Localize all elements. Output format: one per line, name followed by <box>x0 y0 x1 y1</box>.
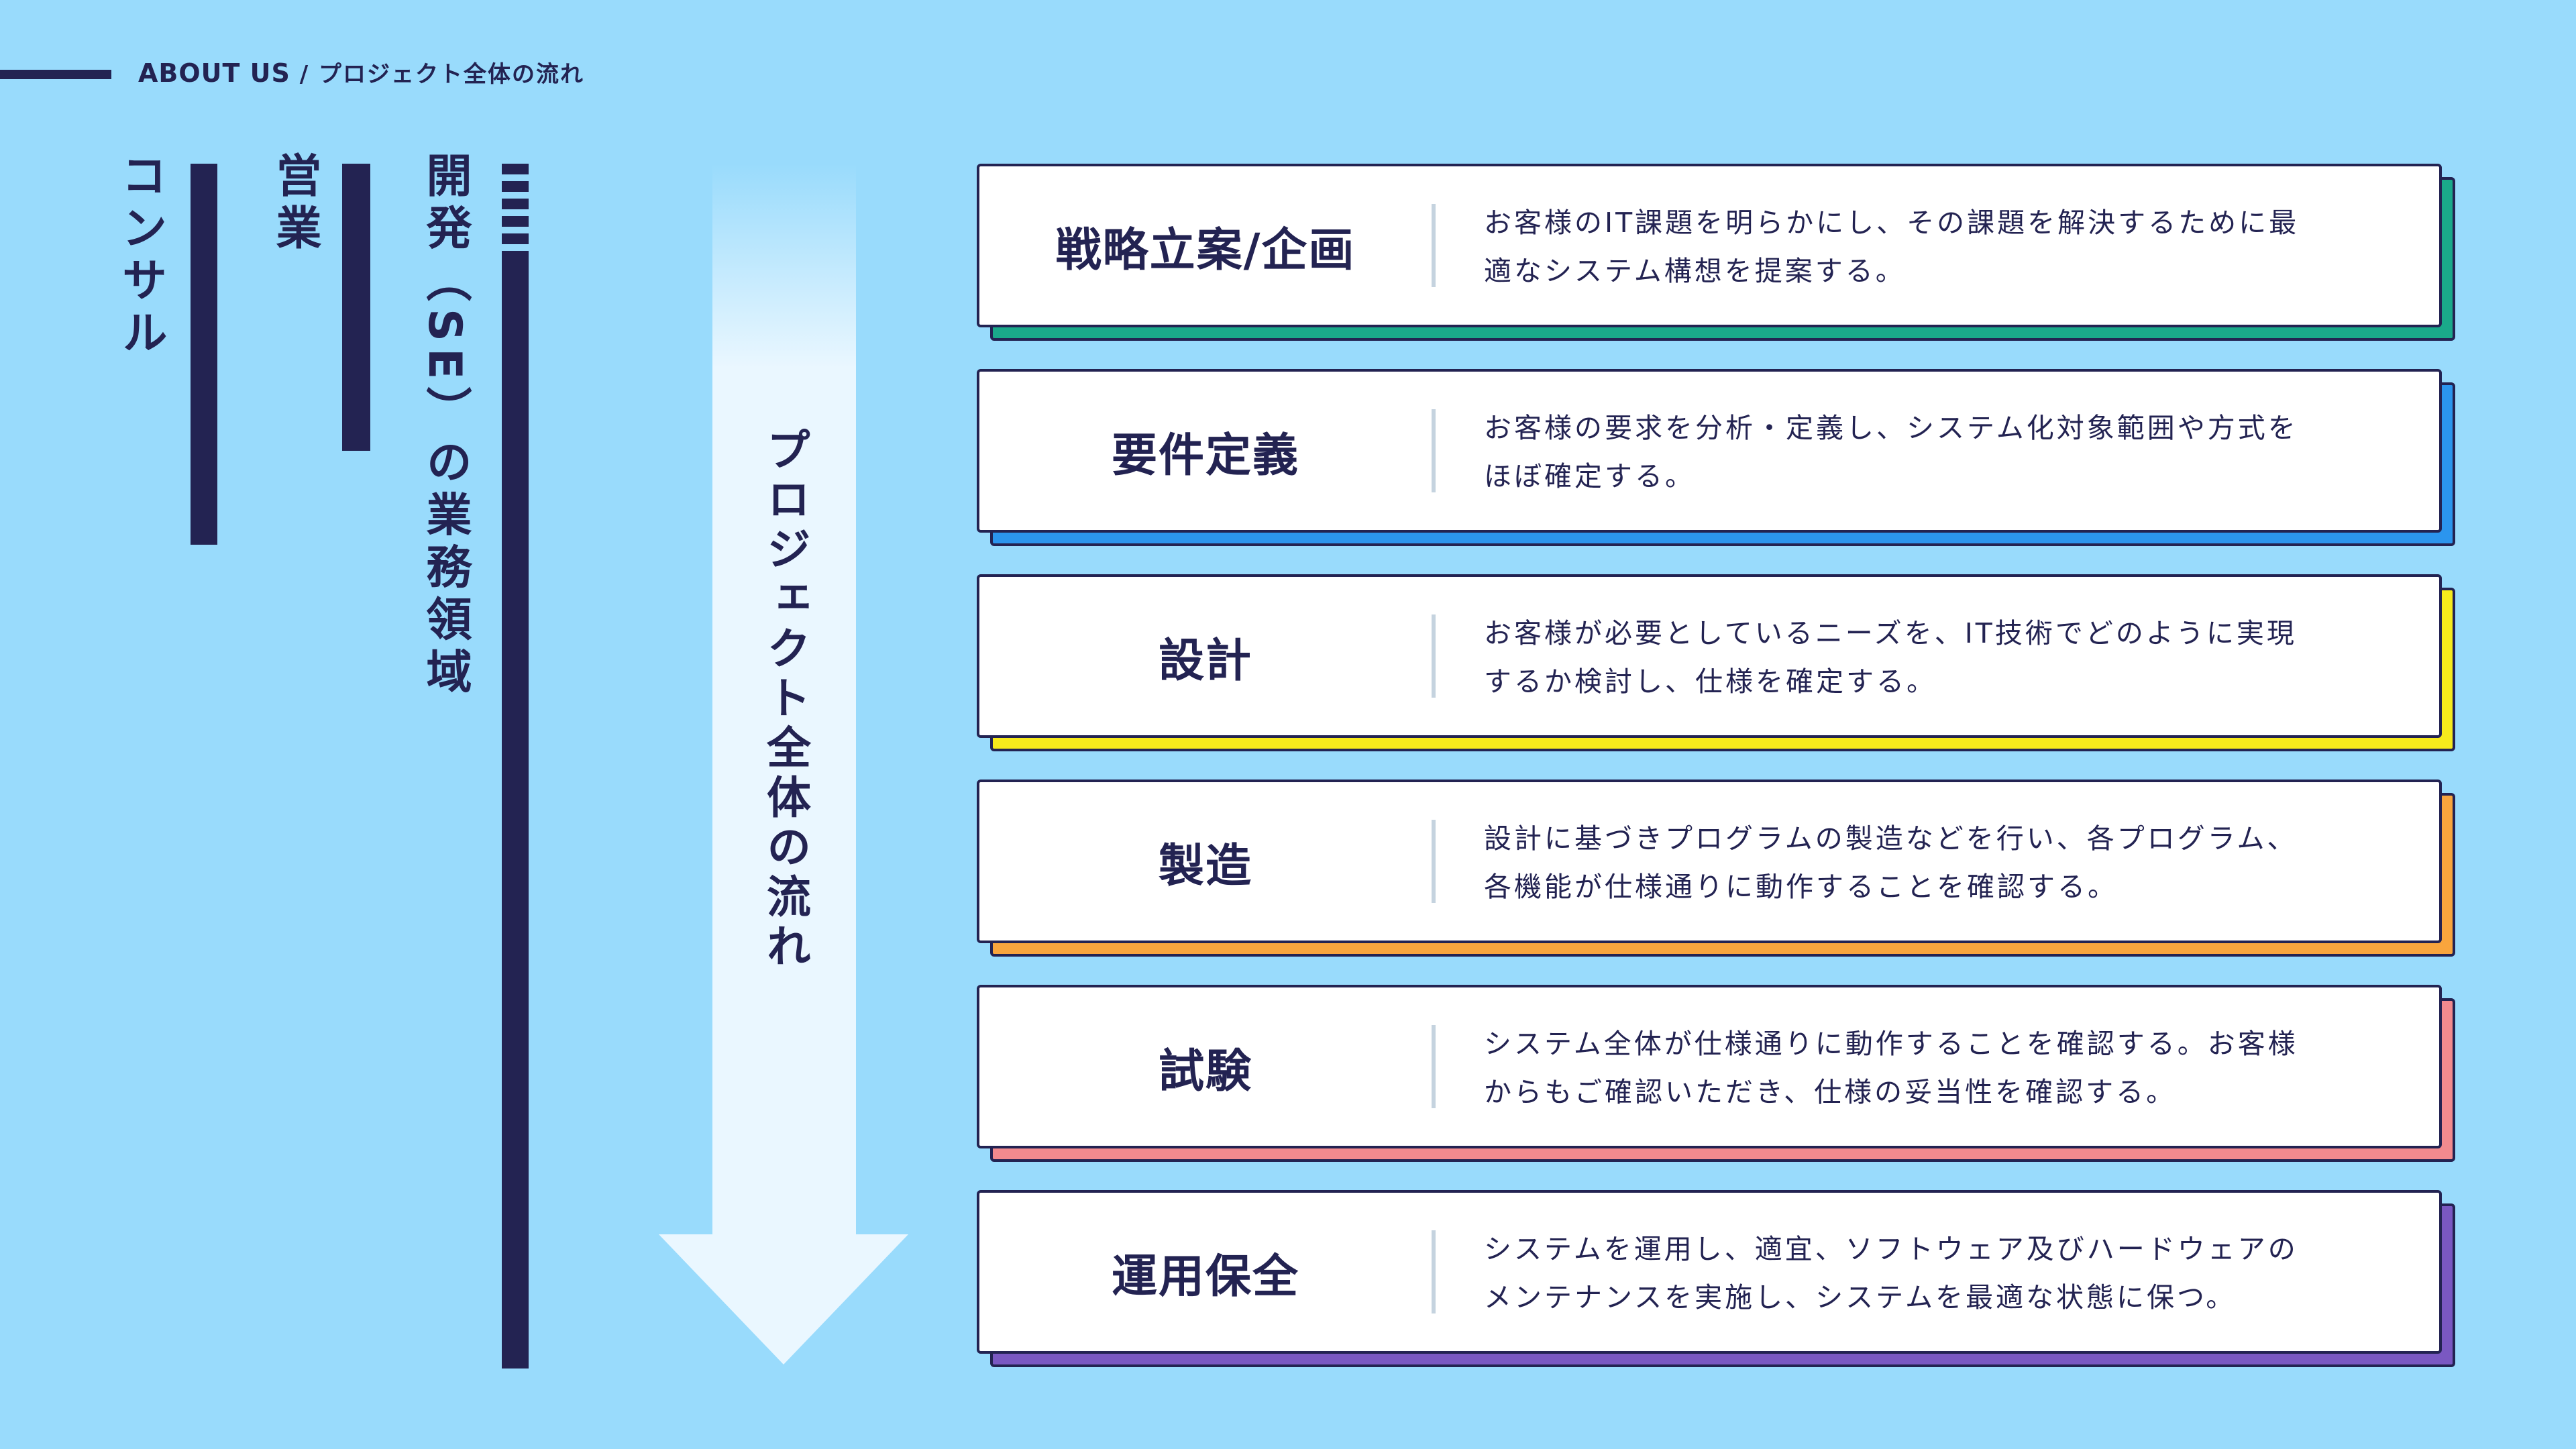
step-description-line: 適なシステム構想を提案する。 <box>1484 255 1906 287</box>
step-description-line: お客様が必要としているニーズを、IT技術でどのように実現 <box>1484 617 2297 649</box>
header-accent-line <box>0 70 111 79</box>
breadcrumb-separator: / <box>299 61 310 88</box>
step-description-line: 設計に基づきプログラムの製造などを行い、各プログラム、 <box>1484 822 2298 855</box>
step-card-testing: 試験 システム全体が仕様通りに動作することを確認する。お客様 からもご確認いただ… <box>977 985 2455 1162</box>
role-bar-dev-dash <box>502 164 529 174</box>
role-bar-consul <box>191 164 217 545</box>
step-card-body: 製造 設計に基づきプログラムの製造などを行い、各プログラム、 各機能が仕様通りに… <box>977 780 2442 943</box>
flow-arrow-icon <box>659 164 908 1364</box>
step-divider <box>1432 1025 1436 1108</box>
step-card-operation: 運用保全 システムを運用し、適宜、ソフトウェア及びハードウェアの メンテナンスを… <box>977 1190 2455 1367</box>
step-title: 試験 <box>1158 1044 1252 1098</box>
flow-label: プロジェクト全体の流れ <box>759 427 811 973</box>
step-card-body: 要件定義 お客様の要求を分析・定義し、システム化対象範囲や方式を ほぼ確定する。 <box>977 369 2442 533</box>
step-description: システムを運用し、適宜、ソフトウェア及びハードウェアの メンテナンスを実施し、シ… <box>1484 1225 2356 1322</box>
step-divider <box>1432 614 1436 698</box>
role-bar-dev-dash <box>502 181 529 192</box>
step-description-line: ほぼ確定する。 <box>1484 460 1695 492</box>
role-label-dev: 開発（SE）の業務領域 <box>418 152 471 700</box>
step-description-line: からもご確認いただき、仕様の妥当性を確認する。 <box>1484 1076 2177 1108</box>
role-label-consul: コンサル <box>113 152 166 361</box>
step-card-design: 設計 お客様が必要としているニーズを、IT技術でどのように実現 するか検討し、仕… <box>977 574 2455 751</box>
step-description-line: するか検討し、仕様を確定する。 <box>1484 665 1937 698</box>
step-card-body: 設計 お客様が必要としているニーズを、IT技術でどのように実現 するか検討し、仕… <box>977 574 2442 738</box>
role-bar-dev-dash <box>502 216 529 227</box>
step-card-strategy: 戦略立案/企画 お客様のIT課題を明らかにし、その課題を解決するために最 適なシ… <box>977 164 2455 341</box>
step-title: 運用保全 <box>1111 1250 1299 1303</box>
breadcrumb-section-jp: プロジェクト全体の流れ <box>319 61 585 88</box>
step-title: 製造 <box>1158 839 1252 893</box>
step-description: お客様が必要としているニーズを、IT技術でどのように実現 するか検討し、仕様を確… <box>1484 609 2356 706</box>
role-bar-dev-dash <box>502 233 529 244</box>
role-bar-sales <box>342 164 370 451</box>
step-card-requirements: 要件定義 お客様の要求を分析・定義し、システム化対象範囲や方式を ほぼ確定する。 <box>977 369 2455 546</box>
role-bar-dev <box>502 251 529 1368</box>
step-title: 設計 <box>1158 634 1252 688</box>
step-divider <box>1432 204 1436 287</box>
step-description: お客様のIT課題を明らかにし、その課題を解決するために最 適なシステム構想を提案… <box>1484 199 2356 295</box>
step-title: 要件定義 <box>1111 429 1299 482</box>
step-divider <box>1432 820 1436 903</box>
role-label-sales: 営業 <box>268 152 321 256</box>
step-description-line: お客様のIT課題を明らかにし、その課題を解決するために最 <box>1484 207 2300 239</box>
step-description-line: メンテナンスを実施し、システムを最適な状態に保つ。 <box>1484 1281 2237 1313</box>
step-divider <box>1432 1230 1436 1313</box>
breadcrumb: ABOUT US / プロジェクト全体の流れ <box>138 56 584 91</box>
step-description: お客様の要求を分析・定義し、システム化対象範囲や方式を ほぼ確定する。 <box>1484 404 2356 500</box>
step-description: 設計に基づきプログラムの製造などを行い、各プログラム、 各機能が仕様通りに動作す… <box>1484 814 2356 911</box>
step-description-line: システム全体が仕様通りに動作することを確認する。お客様 <box>1484 1028 2298 1060</box>
step-description-line: システムを運用し、適宜、ソフトウェア及びハードウェアの <box>1484 1233 2298 1265</box>
breadcrumb-section-en: ABOUT US <box>138 58 290 88</box>
step-card-manufacturing: 製造 設計に基づきプログラムの製造などを行い、各プログラム、 各機能が仕様通りに… <box>977 780 2455 957</box>
step-description: システム全体が仕様通りに動作することを確認する。お客様 からもご確認いただき、仕… <box>1484 1020 2356 1116</box>
step-title: 戦略立案/企画 <box>1055 223 1356 277</box>
step-description-line: お客様の要求を分析・定義し、システム化対象範囲や方式を <box>1484 412 2298 444</box>
step-card-body: 運用保全 システムを運用し、適宜、ソフトウェア及びハードウェアの メンテナンスを… <box>977 1190 2442 1354</box>
step-description-line: 各機能が仕様通りに動作することを確認する。 <box>1484 871 2118 903</box>
role-bar-dev-dash <box>502 199 529 209</box>
step-divider <box>1432 409 1436 492</box>
step-card-body: 戦略立案/企画 お客様のIT課題を明らかにし、その課題を解決するために最 適なシ… <box>977 164 2442 327</box>
step-card-body: 試験 システム全体が仕様通りに動作することを確認する。お客様 からもご確認いただ… <box>977 985 2442 1148</box>
